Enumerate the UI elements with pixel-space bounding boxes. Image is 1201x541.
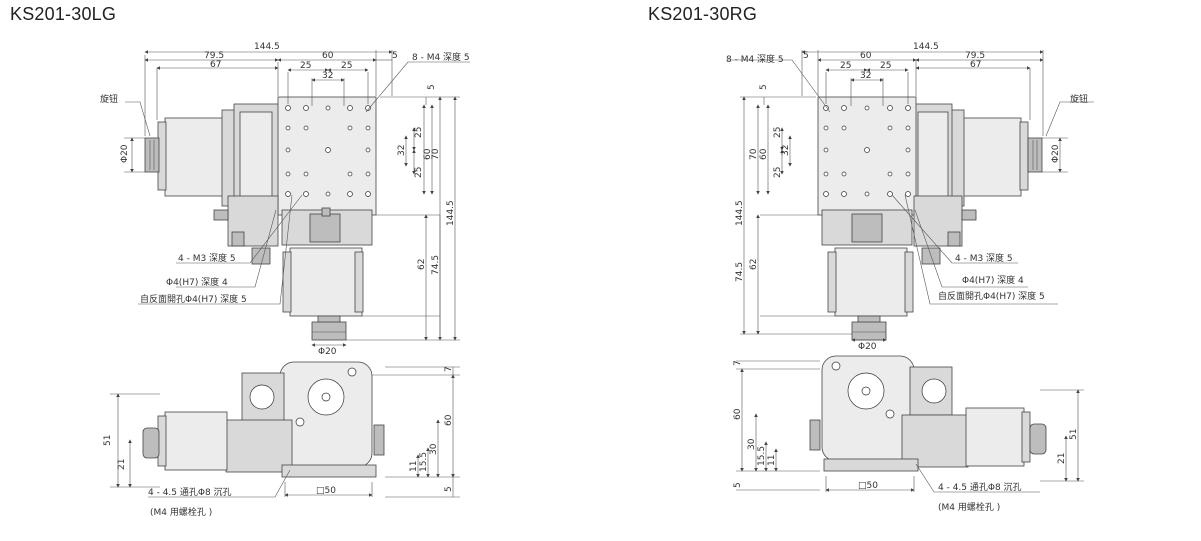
right-vdim-74-5: 74.5 (735, 262, 745, 282)
right-side-dim-21: 21 (1057, 453, 1067, 464)
right-motor-body (962, 117, 1022, 197)
right-dim-32: 32 (860, 71, 871, 81)
left-label-m3: 4 - M3 深度 5 (178, 252, 236, 264)
right-side-label-hole: 4 - 4.5 通孔Φ8 沉孔 (938, 482, 1022, 493)
right-vdim-70: 70 (749, 148, 759, 160)
right-vdim-32: 32 (781, 145, 791, 156)
right-dim-phi20-knob: Φ20 (1051, 144, 1061, 163)
right-vdim-144-5: 144.5 (735, 200, 745, 226)
left-side-dim-5: 5 (444, 486, 454, 492)
right-vdim-5: 5 (759, 84, 769, 90)
right-label-m4: 8 - M4 深度 5 (726, 53, 784, 65)
left-dim-phi20-knob: Φ20 (120, 144, 130, 163)
right-dim-phi20-bottom: Φ20 (858, 342, 877, 352)
right-side-view: 7 60 30 15.5 11 5 51 21 □50 4 - 4.5 通孔Φ8… (733, 355, 1084, 513)
right-dim-144-5: 144.5 (913, 42, 939, 52)
left-label-h7: Φ4(H7) 深度 4 (166, 276, 228, 288)
right-side-motor (965, 407, 1025, 467)
right-side-dim-51: 51 (1069, 429, 1079, 440)
left-side-view: 7 60 30 15.5 11 5 51 21 □50 4 - 4.5 通孔Φ8… (103, 361, 460, 518)
right-side-dim-5: 5 (733, 482, 743, 488)
left-side-dim-30: 30 (429, 443, 439, 455)
right-table-holes (823, 105, 911, 197)
left-side-knob (142, 427, 160, 459)
left-label-knob: 旋钮 (100, 93, 118, 105)
right-dim-79-5: 79.5 (965, 51, 985, 61)
right-side-dim-7: 7 (733, 360, 743, 366)
left-bottom-motor (289, 247, 363, 317)
left-motor-body (164, 117, 224, 197)
right-side-dim-15-5: 15.5 (757, 446, 767, 466)
left-side-label-hole: 4 - 4.5 通孔Φ8 沉孔 (148, 487, 232, 498)
right-bottom-knob (851, 321, 887, 341)
left-dim-144-5: 144.5 (254, 42, 280, 52)
left-vdim-25b: 25 (414, 167, 424, 178)
left-dim-32: 32 (322, 71, 333, 81)
left-label-m4: 8 - M4 深度 5 (412, 51, 470, 63)
left-side-label-bolt: (M4 用螺栓孔 ) (150, 506, 212, 518)
left-side-dim-11: 11 (409, 461, 419, 472)
left-vdim-25a: 25 (414, 127, 424, 138)
left-label-reverse-hole: 自反面開孔Φ4(H7) 深度 5 (140, 293, 247, 305)
left-knob (144, 137, 160, 173)
right-dim-60: 60 (860, 51, 872, 61)
left-stage-table (277, 96, 377, 216)
left-side-dim-15-5: 15.5 (419, 452, 429, 472)
left-dim-60: 60 (322, 51, 334, 61)
right-dim-67: 67 (970, 60, 981, 70)
right-side-dim-60: 60 (733, 408, 743, 420)
left-dim-5: 5 (392, 51, 398, 61)
right-dim-25a: 25 (840, 61, 851, 71)
left-dim-25a: 25 (300, 61, 311, 71)
right-label-h7: Φ4(H7) 深度 4 (962, 274, 1024, 286)
left-side-dim-7: 7 (444, 366, 454, 372)
left-dim-25b: 25 (341, 61, 352, 71)
title-left-model: KS201-30LG (10, 4, 117, 24)
left-vdim-74-5: 74.5 (431, 255, 441, 275)
right-stage-table (817, 96, 917, 216)
left-side-dim-sq50: □50 (316, 486, 336, 496)
right-side-knob (1029, 423, 1047, 455)
left-vdim-32: 32 (397, 145, 407, 156)
right-knob (1027, 137, 1043, 173)
left-vdim-62: 62 (417, 259, 427, 270)
left-top-view: 144.5 79.5 67 60 5 25 25 32 5 25 32 60 7… (100, 42, 470, 357)
left-vdim-70: 70 (431, 148, 441, 160)
right-label-m3: 4 - M3 深度 5 (955, 252, 1013, 264)
right-side-dim-sq50: □50 (858, 481, 878, 491)
right-label-knob: 旋钮 (1070, 93, 1088, 105)
left-side-motor (164, 411, 228, 471)
title-right-model: KS201-30RG (648, 4, 758, 24)
right-vdim-25b: 25 (773, 167, 783, 178)
left-side-dim-21: 21 (117, 459, 127, 470)
left-side-dim-60: 60 (444, 414, 454, 426)
left-dim-79-5: 79.5 (204, 51, 224, 61)
right-side-label-bolt: (M4 用螺栓孔 ) (938, 501, 1000, 513)
right-label-reverse-hole: 自反面開孔Φ4(H7) 深度 5 (938, 290, 1045, 302)
right-vdim-25a: 25 (773, 127, 783, 138)
right-vdim-62: 62 (749, 259, 759, 270)
left-dim-phi20-bottom: Φ20 (318, 347, 337, 357)
left-vdim-144-5: 144.5 (446, 200, 456, 226)
right-vdim-60: 60 (759, 148, 769, 160)
left-vdim-60: 60 (423, 148, 433, 160)
right-side-dim-11: 11 (767, 455, 777, 466)
left-vdim-5: 5 (427, 84, 437, 90)
left-dim-67: 67 (210, 60, 221, 70)
left-table-holes (285, 105, 371, 197)
left-side-dim-51: 51 (103, 435, 113, 446)
right-bottom-motor (834, 247, 908, 317)
right-dim-25b: 25 (880, 61, 891, 71)
left-bottom-knob (311, 321, 347, 341)
right-side-dim-30: 30 (747, 438, 757, 450)
right-top-view: 144.5 79.5 67 60 5 25 25 32 5 25 32 60 7… (726, 42, 1094, 352)
right-dim-5: 5 (803, 51, 809, 61)
